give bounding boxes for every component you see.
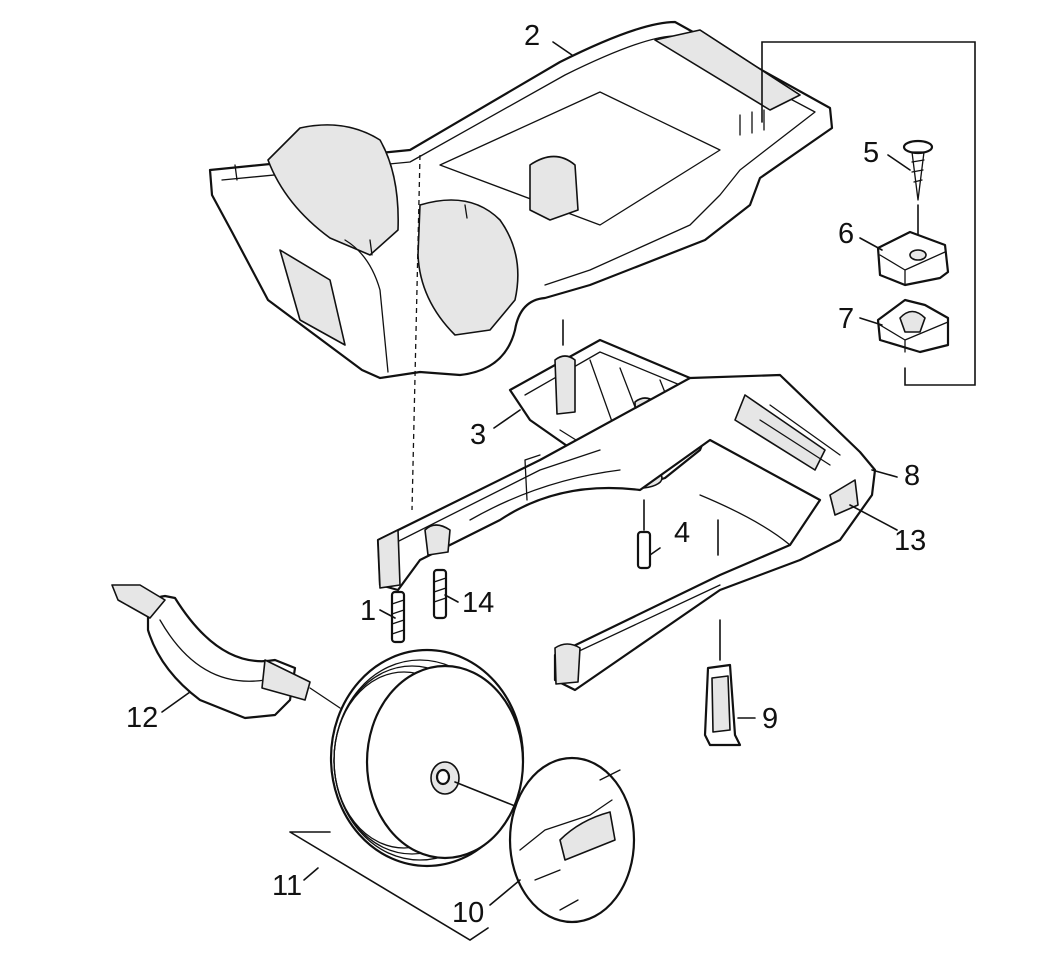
callout-1: 1 <box>360 595 376 627</box>
group-bracket-11 <box>289 831 489 941</box>
base-frame <box>376 373 877 692</box>
callout-3: 3 <box>470 419 486 451</box>
callout-10: 10 <box>452 897 484 929</box>
part-14-screw <box>432 568 448 620</box>
group-bracket-5-7 <box>761 41 976 386</box>
part-9-foot <box>703 619 742 747</box>
part-11-wheel <box>329 648 525 868</box>
part-10-hub-cap <box>508 756 636 924</box>
callout-7: 7 <box>838 303 854 335</box>
callout-6: 6 <box>838 218 854 250</box>
part-12-axle-bracket <box>111 584 341 720</box>
part-6-clamp <box>876 230 950 287</box>
callout-13: 13 <box>894 525 926 557</box>
part-7-clamp <box>876 298 950 354</box>
callout-4: 4 <box>674 517 690 549</box>
part-5-screw <box>902 139 934 201</box>
part-4-screw <box>636 499 652 570</box>
part-2-housing-tub <box>208 20 834 380</box>
callout-2: 2 <box>524 20 540 52</box>
callout-14: 14 <box>462 587 494 619</box>
leader-lines <box>161 41 911 906</box>
callout-8: 8 <box>904 460 920 492</box>
callout-12: 12 <box>126 702 158 734</box>
callout-5: 5 <box>863 137 879 169</box>
callout-9: 9 <box>762 703 778 735</box>
callout-11: 11 <box>272 870 302 902</box>
